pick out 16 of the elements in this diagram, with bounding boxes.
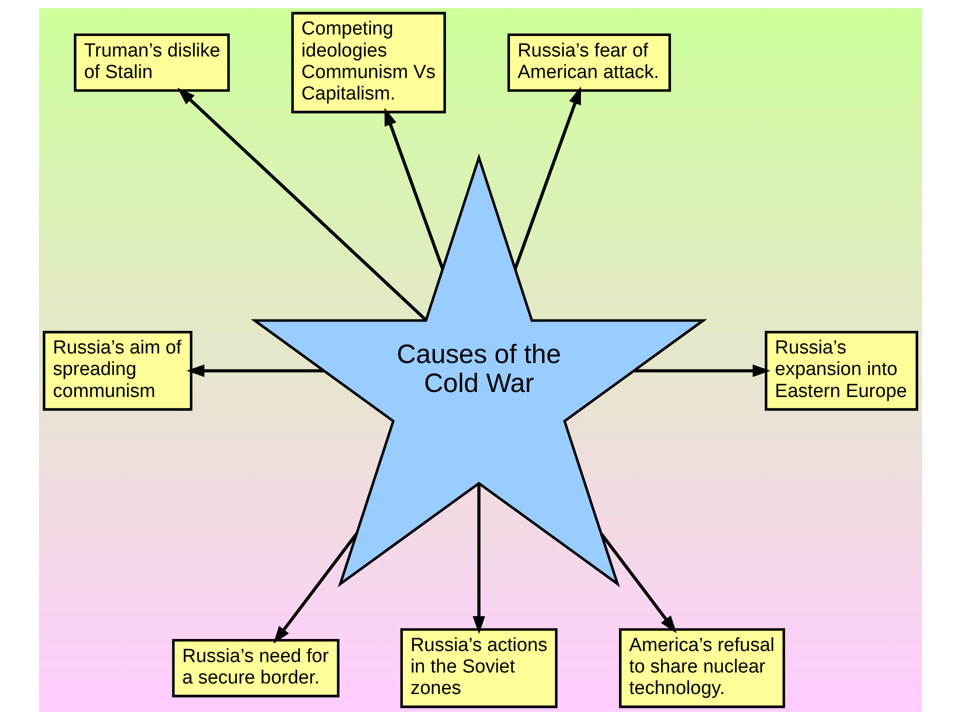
node-box: Competing ideologies Communism Vs Capitalism. [290, 12, 446, 114]
arrow [186, 364, 324, 377]
arrow [472, 484, 485, 634]
node-box: Russia’s fear of American attack. [506, 33, 670, 92]
arrow [599, 532, 676, 634]
node-box: Russia’s need for a secure border. [172, 639, 339, 698]
arrow [513, 86, 581, 270]
node-box: America’s refusal to share nuclear technology. [618, 628, 785, 708]
node-box: Truman’s dislike of Stalin [73, 33, 230, 92]
arrow [384, 108, 444, 270]
arrow [272, 532, 358, 644]
node-box: Russia’s actions in the Soviet zones [400, 628, 558, 708]
node-box: Russia’s expansion into Eastern Europe [764, 330, 918, 411]
arrow [634, 364, 770, 377]
arrow [176, 88, 426, 322]
node-box: Russia’s aim of spreading communism [42, 330, 192, 411]
